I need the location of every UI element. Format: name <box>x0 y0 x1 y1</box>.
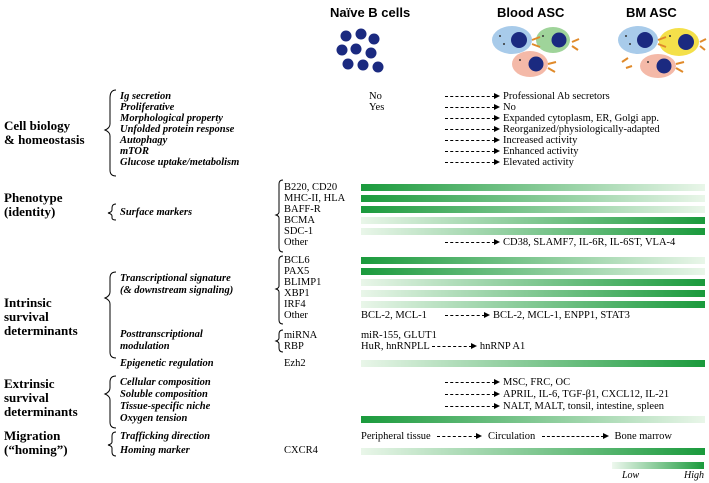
marker-other: Other <box>284 237 308 248</box>
arrow <box>445 239 500 246</box>
label-morphological: Morphological property <box>120 113 223 124</box>
marker-blimp1: BLIMP1 <box>284 277 322 288</box>
asc-upr: Reorganized/physiologically-adapted <box>503 124 660 135</box>
blood-asc-illustration <box>492 26 580 77</box>
header-blood-asc: Blood ASC <box>497 5 565 20</box>
marker-xbp1: XBP1 <box>284 288 310 299</box>
gradient-bar-cxcr4 <box>361 448 705 455</box>
arrow <box>431 343 477 350</box>
label-homing-marker: Homing marker <box>120 445 190 456</box>
bm-asc-illustration <box>618 26 707 78</box>
asc-morphological: Expanded cytoplasm, ER, Golgi app. <box>503 113 660 124</box>
section-phenotype: Phenotype (identity) <box>4 190 63 219</box>
gradient-bar-sdc1 <box>361 228 705 235</box>
label-trafficking: Trafficking direction <box>120 431 211 442</box>
arrow <box>437 433 483 440</box>
asc-glucose: Elevated activity <box>503 157 574 168</box>
tf-braces <box>274 255 284 353</box>
path-bone-marrow: Bone marrow <box>614 431 672 442</box>
gradient-bar-bcma <box>361 217 705 224</box>
label-soluble-composition: Soluble composition <box>120 389 208 400</box>
marker-baffr: BAFF-R <box>284 204 321 215</box>
asc-ig-secretion: Professional Ab secretors <box>503 91 610 102</box>
label-cellular-composition: Cellular composition <box>120 377 211 388</box>
label-tissue-niche: Tissue-specific niche <box>120 401 211 412</box>
label-mtor: mTOR <box>120 146 149 157</box>
marker-bcl6: BCL6 <box>284 255 310 266</box>
gradient-bar-bcl6 <box>361 257 705 264</box>
label-ig-secretion: Ig secretion <box>120 91 172 102</box>
marker-braces <box>274 179 284 253</box>
legend-gradient <box>612 462 704 469</box>
asc-autophagy: Increased activity <box>503 135 578 146</box>
gradient-bar-xbp1 <box>361 290 705 297</box>
arrow <box>445 148 500 155</box>
marker-cxcr4: CXCR4 <box>284 445 318 456</box>
gradient-bar-oxygen <box>361 416 705 423</box>
arrow <box>445 379 500 386</box>
asc-cellular: MSC, FRC, OC <box>503 377 571 388</box>
marker-bcma: BCMA <box>284 215 315 226</box>
arrow <box>445 391 500 398</box>
naive-other-tf: BCL-2, MCL-1 <box>361 310 427 321</box>
label-glucose: Glucose uptake/metabolism <box>120 157 240 168</box>
section-intrinsic: Intrinsic survival determinants <box>4 295 78 338</box>
arrow <box>445 93 500 100</box>
naive-b-cells-illustration <box>336 28 384 73</box>
arrow <box>445 159 500 166</box>
marker-mirna: miRNA <box>284 330 318 341</box>
arrow <box>541 433 609 440</box>
section-extrinsic: Extrinsic survival determinants <box>4 376 78 419</box>
label-proliferative: Proliferative <box>120 102 175 113</box>
label-upr: Unfolded protein response <box>120 124 235 135</box>
header-naive-b-cells: Naïve B cells <box>330 5 411 20</box>
arrow <box>445 104 500 111</box>
arrow <box>445 137 500 144</box>
marker-ezh2: Ezh2 <box>284 358 306 369</box>
legend-low: Low <box>622 470 640 481</box>
asc-soluble: APRIL, IL-6, TGF-β1, CXCL12, IL-21 <box>503 389 670 400</box>
gradient-bar-irf4 <box>361 301 705 308</box>
asc-other-markers: CD38, SLAMF7, IL-6R, IL-6ST, VLA-4 <box>503 237 676 248</box>
mirna-value: miR-155, GLUT1 <box>361 330 437 341</box>
marker-b220: B220, CD20 <box>284 182 338 193</box>
section-migration: Migration (“homing”) <box>4 428 68 457</box>
arrow <box>445 126 500 133</box>
asc-proliferative: No <box>503 102 516 113</box>
marker-sdc1: SDC-1 <box>284 226 314 237</box>
rbp-asc: hnRNP A1 <box>479 341 526 352</box>
asc-mtor: Enhanced activity <box>503 146 579 157</box>
legend-high: High <box>684 470 704 481</box>
marker-pax5: PAX5 <box>284 266 310 277</box>
marker-tf-other: Other <box>284 310 308 321</box>
rbp-naive: HuR, hnRNPLL <box>361 341 430 352</box>
gradient-bar-blimp1 <box>361 279 705 286</box>
marker-irf4: IRF4 <box>284 299 306 310</box>
label-transcriptional: Transcriptional signature (& downstream … <box>120 273 234 296</box>
label-autophagy: Autophagy <box>120 135 168 146</box>
gradient-bar-b220 <box>361 184 705 191</box>
gradient-bar-baffr <box>361 206 705 213</box>
section-cell-biology: Cell biology & homeostasis <box>4 118 85 147</box>
arrow <box>445 403 500 410</box>
naive-ig-secretion: No <box>369 91 382 102</box>
asc-niche: NALT, MALT, tonsil, intestine, spleen <box>503 401 664 412</box>
asc-other-tf: BCL-2, MCL-1, ENPP1, STAT3 <box>493 310 630 321</box>
label-posttranscriptional: Posttranscriptional modulation <box>120 329 203 352</box>
label-surface-markers: Surface markers <box>120 207 193 218</box>
header-bm-asc: BM ASC <box>626 5 677 20</box>
path-circulation: Circulation <box>487 431 536 442</box>
arrow <box>445 312 490 319</box>
marker-mhc: MHC-II, HLA <box>284 193 346 204</box>
label-epigenetic: Epigenetic regulation <box>120 358 214 369</box>
arrow <box>445 115 500 122</box>
naive-proliferative: Yes <box>369 102 385 113</box>
path-peripheral: Peripheral tissue <box>361 431 431 442</box>
gradient-bar-ezh2 <box>361 360 705 367</box>
gradient-bar-pax5 <box>361 268 705 275</box>
marker-rbp: RBP <box>284 341 304 352</box>
section-braces <box>103 89 117 457</box>
gradient-bar-mhc <box>361 195 705 202</box>
label-oxygen-tension: Oxygen tension <box>120 413 188 424</box>
